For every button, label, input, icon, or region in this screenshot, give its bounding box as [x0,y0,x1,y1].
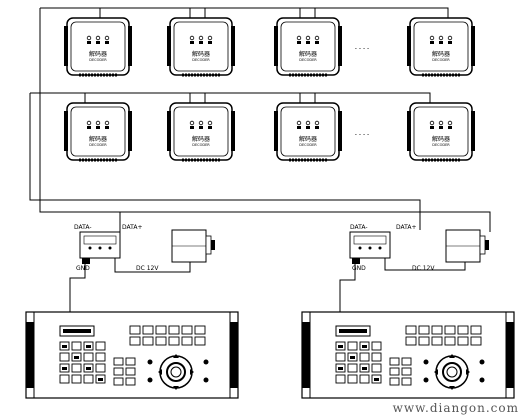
decoder-unit: 解码器 DECODER [405,101,477,162]
power-supply-left [171,229,215,263]
converter-ground-label: GND [352,265,366,272]
decoder-unit: 解码器 DECODER [62,101,134,162]
decoder-sublabel: DECODER [192,143,210,147]
decoder-sublabel: DECODER [89,143,107,147]
decoder-sublabel: DECODER [192,58,210,62]
bus-wires [29,7,491,312]
converter-right: DATA- DATA+ GND DC 12V [349,224,435,272]
decoder-unit: 解码器 DECODER [272,16,344,77]
decoder-label: 解码器 [89,50,107,58]
decoder-sublabel: DECODER [89,58,107,62]
decoder-label: 解码器 [89,135,107,143]
control-keyboard-left [25,311,239,399]
decoder-label: 解码器 [299,135,317,143]
decoder-label: 解码器 [192,50,210,58]
decoder-sublabel: DECODER [299,58,317,62]
decoder-row-bottom: 解码器 DECODER 解码器 DECODER 解码器 DECODER - - … [62,101,477,162]
decoder-unit: 解码器 DECODER [405,16,477,77]
converter-ground-label: GND [76,265,90,272]
converter-data-minus-label: DATA- [350,224,368,231]
converter-power-label: DC 12V [136,265,159,272]
decoder-row-gap: - - - - [355,45,369,52]
converter-data-plus-label: DATA+ [122,224,142,231]
converter-data-plus-label: DATA+ [396,224,416,231]
decoder-label: 解码器 [432,50,450,58]
converter-left: DATA- DATA+ GND DC 12V [74,224,159,272]
decoder-unit: 解码器 DECODER [272,101,344,162]
converter-data-minus-label: DATA- [74,224,92,231]
decoder-unit: 解码器 DECODER [165,16,237,77]
converter-power-label: DC 12V [412,265,435,272]
decoder-sublabel: DECODER [299,143,317,147]
power-supply-right [445,229,489,263]
decoder-row-top: 解码器 DECODER 解码器 DECODER 解码器 DECODER - - … [62,16,477,77]
decoder-label: 解码器 [432,135,450,143]
watermark: www.diangon.com [392,401,519,415]
control-keyboard-right [301,311,515,399]
decoder-label: 解码器 [299,50,317,58]
decoder-sublabel: DECODER [432,143,450,147]
decoder-unit: 解码器 DECODER [62,16,134,77]
decoder-sublabel: DECODER [432,58,450,62]
decoder-unit: 解码器 DECODER [165,101,237,162]
decoder-row-gap: - - - - [355,131,369,138]
decoder-label: 解码器 [192,135,210,143]
